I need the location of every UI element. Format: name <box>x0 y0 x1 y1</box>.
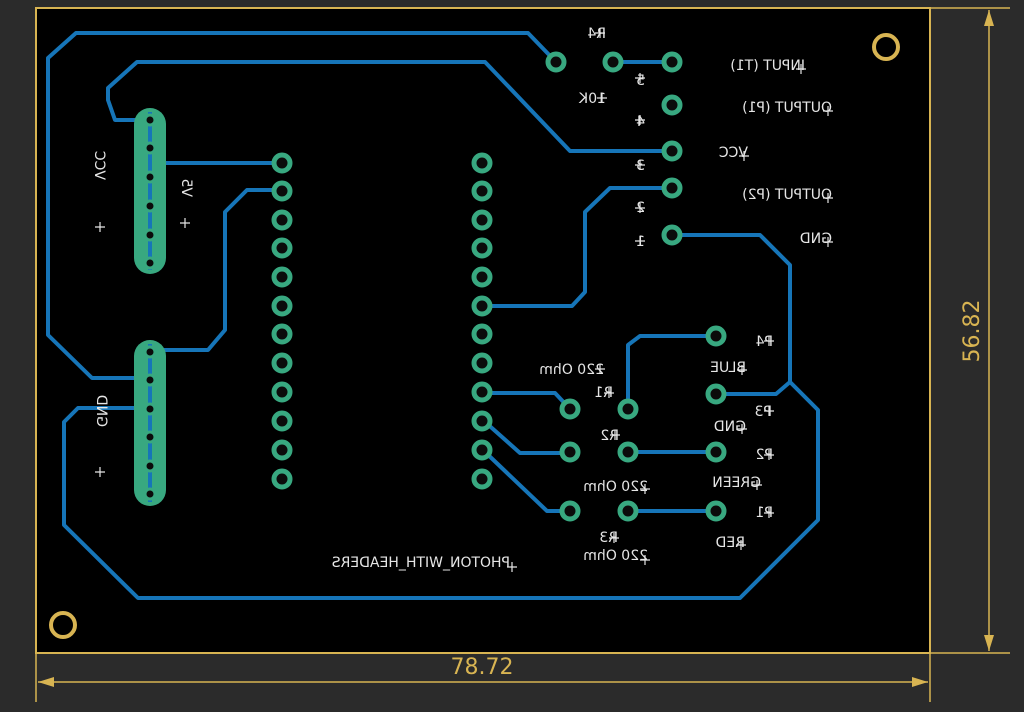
module-label: PHOTON_WITH_HEADERS <box>332 555 510 571</box>
r4-value: 10K <box>578 91 606 107</box>
left-header-bottom <box>134 340 166 506</box>
rail-label-gnd: GND <box>93 395 109 427</box>
copper-traces <box>46 31 820 600</box>
component-pads <box>545 51 727 522</box>
r1-ref: R1 <box>594 385 613 401</box>
connector-pin-3-label: VCC <box>719 145 748 161</box>
led-p4-label: BLUE <box>710 360 746 376</box>
mounting-hole-bottom-left <box>49 611 77 639</box>
photon-header-right-column <box>471 152 493 490</box>
height-dimension-label: 56.82 <box>960 300 985 363</box>
r2-ref: R2 <box>600 428 619 444</box>
dimension-lines <box>35 7 1010 702</box>
r2-value: 220 Ohm <box>583 479 648 495</box>
width-dimension-label: 78.72 <box>451 655 514 680</box>
dimension-arrows <box>38 10 994 687</box>
led-p3-ref: P3 <box>755 404 772 420</box>
led-p2-label: GREEN <box>712 475 761 491</box>
connector-pin-1-label: GND <box>800 231 832 247</box>
photon-header-left-column <box>271 152 293 490</box>
rail-label-v5: V5 <box>178 179 194 197</box>
connector-pin-5-label: INPUT (T1) <box>730 58 805 74</box>
connector-pin-2-label: OUTPUT (P2) <box>742 187 832 203</box>
silkscreen-origin-marks <box>95 28 833 572</box>
mounting-hole-top-right <box>872 33 900 61</box>
left-header-top <box>134 108 166 274</box>
r4-ref: R4 <box>587 26 606 42</box>
led-p1-label: RED <box>716 535 745 551</box>
rail-label-vcc: VCC <box>91 151 107 180</box>
r3-value: 220 Ohm <box>583 548 648 564</box>
r3-ref: R3 <box>599 530 618 546</box>
led-p4-ref: P4 <box>756 334 773 350</box>
r1-value: 220 Ohm <box>539 362 604 378</box>
led-p3-label: GND <box>714 419 746 435</box>
connector-pin-4-label: OUTPUT (P1) <box>742 100 832 116</box>
